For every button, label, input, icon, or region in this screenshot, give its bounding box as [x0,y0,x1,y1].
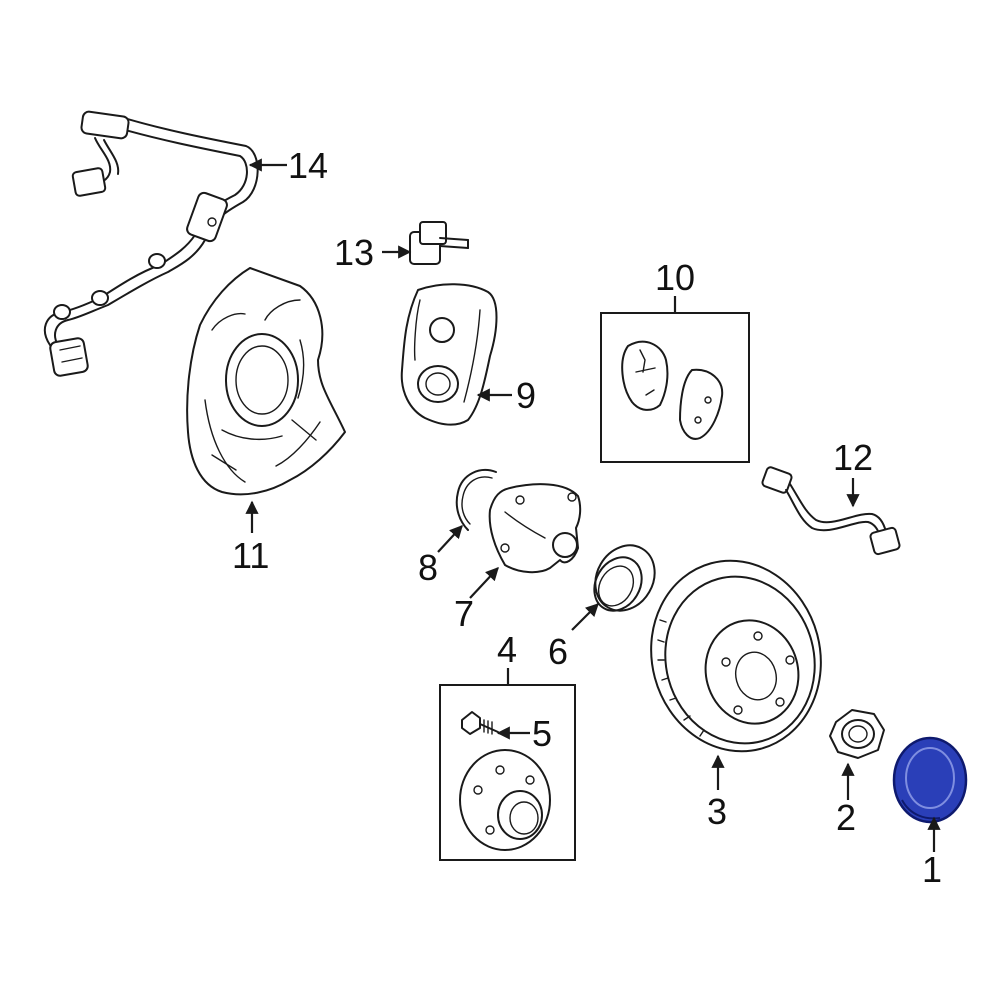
callout-3[interactable]: 3 [707,791,727,832]
callout-9[interactable]: 9 [516,375,536,416]
brake-pads-kit[interactable] [600,312,750,463]
brake-hose[interactable] [761,466,901,556]
abs-sensor-wire-harness[interactable] [43,110,259,377]
callout-5[interactable]: 5 [532,713,552,754]
callout-13[interactable]: 13 [334,232,374,273]
oil-seal[interactable] [584,535,666,622]
hub-assembly-kit[interactable] [439,684,576,861]
callout-4[interactable]: 4 [497,629,517,670]
grease-cap-body [892,736,968,824]
callout-7[interactable]: 7 [454,593,474,634]
callout-10[interactable]: 10 [655,257,695,298]
callout-6[interactable]: 6 [548,631,568,672]
callout-2[interactable]: 2 [836,797,856,838]
brake-rotor[interactable] [630,542,842,771]
dust-shield[interactable] [186,267,346,496]
callout-14[interactable]: 14 [288,145,328,186]
callout-1[interactable]: 1 [922,849,942,890]
callout-11[interactable]: 11 [232,535,269,576]
leader-lines [245,158,941,852]
hub-bearing[interactable] [488,483,582,574]
hub-nut[interactable] [829,709,885,759]
abs-speed-sensor[interactable] [409,221,469,265]
callout-12[interactable]: 12 [833,437,873,478]
callout-8[interactable]: 8 [418,547,438,588]
grease-cap[interactable] [892,736,968,824]
callout-labels: 14 13 10 9 12 11 8 7 6 4 5 3 2 1 [232,145,942,890]
snap-ring[interactable] [455,469,497,531]
brake-caliper[interactable] [400,283,498,426]
